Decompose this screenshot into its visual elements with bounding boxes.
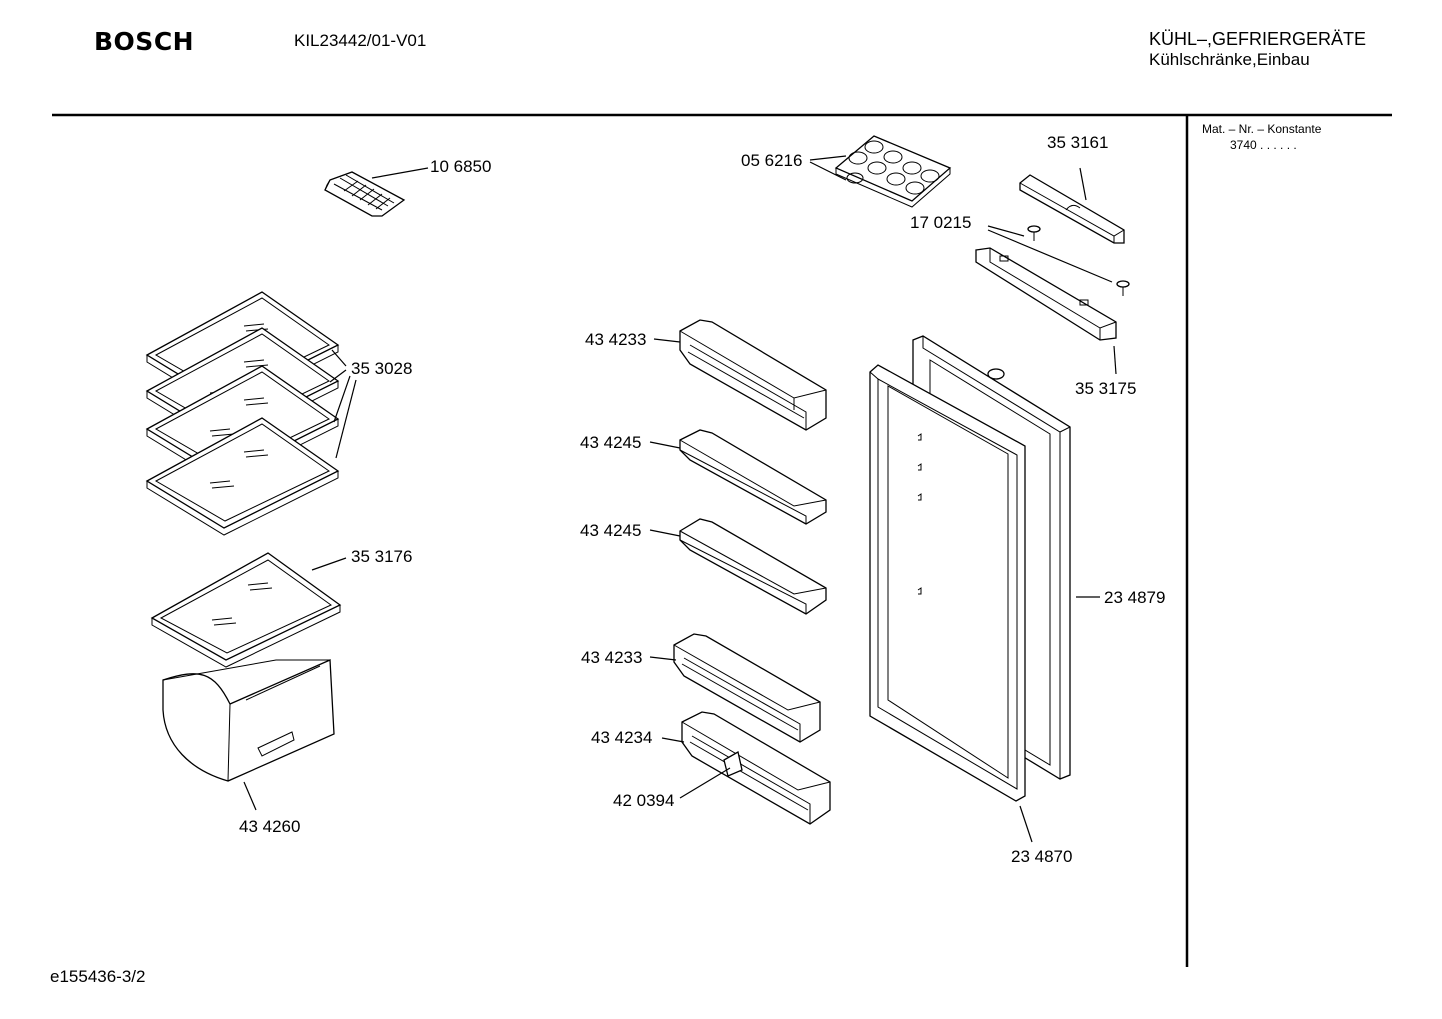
door-shelf-drawing-c[interactable] <box>673 633 821 743</box>
brand-logo: BOSCH <box>94 27 195 56</box>
part-number-234879: 23 4879 <box>1104 588 1165 607</box>
part-number-353161: 35 3161 <box>1047 133 1108 152</box>
part-number-353176: 35 3176 <box>351 547 412 566</box>
egg-tray-drawing[interactable] <box>834 135 952 208</box>
part-number-353028: 35 3028 <box>351 359 412 378</box>
part-number-434233-b: 43 4233 <box>581 648 642 667</box>
vegetable-drawer-drawing[interactable] <box>162 659 335 782</box>
ice-cube-tray-drawing[interactable] <box>324 171 406 217</box>
category-title: KÜHL–,GEFRIERGERÄTE <box>1149 29 1367 49</box>
drawing-id: e155436-3/2 <box>50 967 146 986</box>
material-number-label: Mat. – Nr. – Konstante <box>1202 122 1322 136</box>
leader-lines <box>243 155 1117 843</box>
part-number-434245-b: 43 4245 <box>580 521 641 540</box>
door-seal-drawing[interactable] <box>869 364 1026 802</box>
category-subtitle: Kühlschränke,Einbau <box>1149 50 1310 69</box>
glass-shelf-bottom-drawing[interactable] <box>150 552 342 668</box>
part-number-420394: 42 0394 <box>613 791 674 810</box>
door-shelf-drawing-b[interactable] <box>679 518 827 615</box>
door-shelf-drawing-a[interactable] <box>679 429 827 525</box>
bottle-shelf-drawing[interactable] <box>681 711 831 825</box>
material-number-value: 3740 . . . . . . <box>1230 138 1297 152</box>
part-number-434260: 43 4260 <box>239 817 300 836</box>
screw-drawing[interactable] <box>1027 225 1130 296</box>
part-number-353175: 35 3175 <box>1075 379 1136 398</box>
part-number-434233-top: 43 4233 <box>585 330 646 349</box>
part-number-056216: 05 6216 <box>741 151 802 170</box>
glass-shelf-stack-drawing[interactable] <box>145 291 340 536</box>
part-number-434234: 43 4234 <box>591 728 652 747</box>
cover-strip-drawing[interactable] <box>1019 174 1125 244</box>
part-number-234870: 23 4870 <box>1011 847 1072 866</box>
model-number: KIL23442/01-V01 <box>294 31 427 50</box>
door-shelf-top-drawing[interactable] <box>679 319 827 431</box>
part-number-170215: 17 0215 <box>910 213 971 232</box>
part-number-434245-a: 43 4245 <box>580 433 641 452</box>
hinge-bracket-drawing[interactable] <box>975 247 1117 341</box>
part-number-106850: 10 6850 <box>430 157 491 176</box>
